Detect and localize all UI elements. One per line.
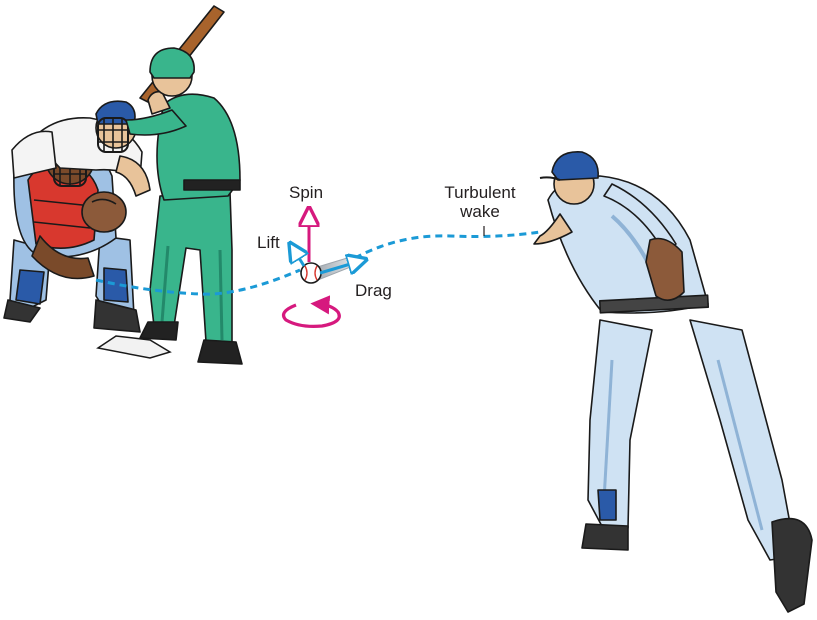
rotation-arrow <box>284 304 340 326</box>
turbulent-wake-label: Turbulent wake <box>420 183 540 221</box>
spin-label: Spin <box>289 183 323 202</box>
drag-label: Drag <box>355 281 392 300</box>
lift-arrow <box>291 245 304 266</box>
turbulent-wake-label-line2: wake <box>420 202 540 221</box>
turbulent-wake-label-line1: Turbulent <box>420 183 540 202</box>
lift-label: Lift <box>257 233 280 252</box>
ball-trajectory-wake <box>355 232 540 258</box>
pitcher-figure <box>534 152 812 612</box>
